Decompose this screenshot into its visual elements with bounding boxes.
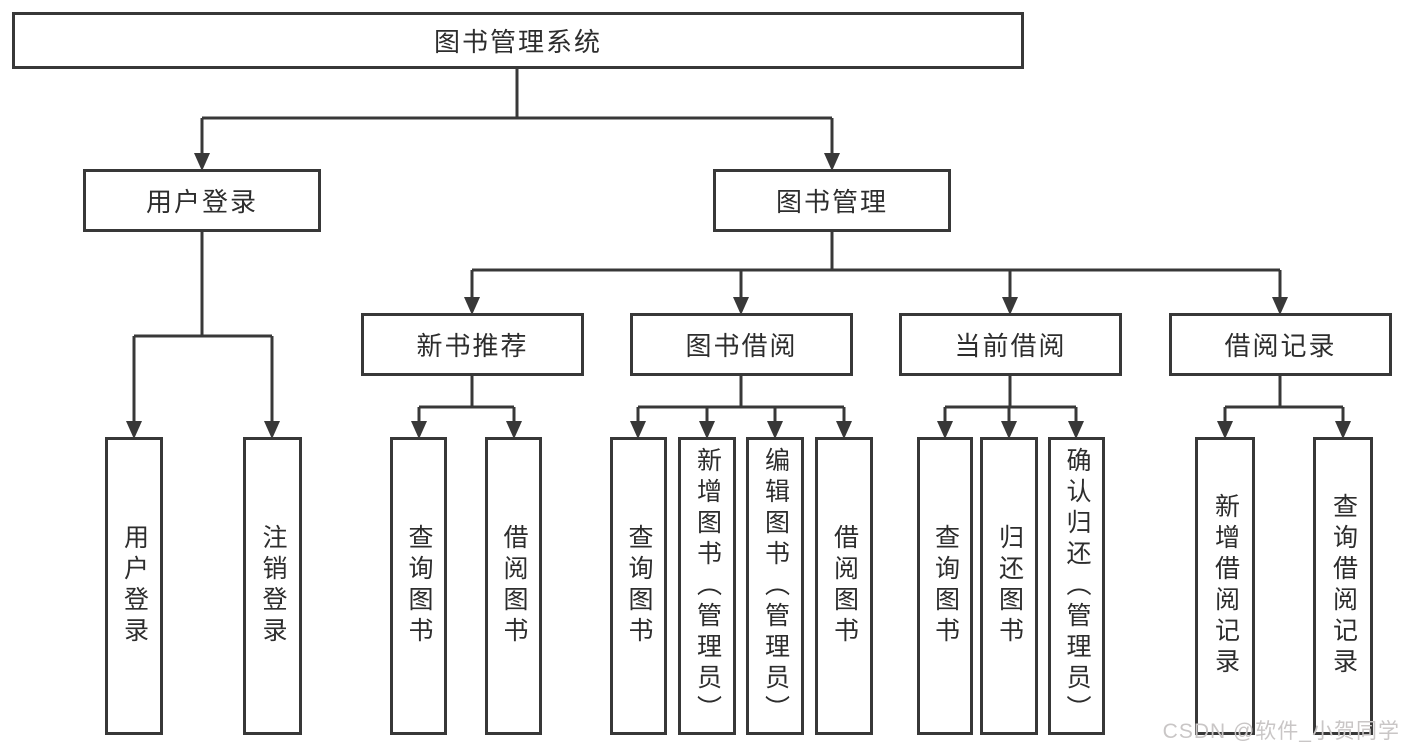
node-rec-query: 查询图书 bbox=[390, 437, 447, 735]
node-new-book-rec: 新书推荐 bbox=[361, 313, 584, 376]
node-rec-query-label: 查询图书 bbox=[405, 524, 433, 648]
node-cb-query-label: 查询图书 bbox=[931, 524, 960, 648]
node-root: 图书管理系统 bbox=[12, 12, 1024, 69]
node-book-mgmt: 图书管理 bbox=[713, 169, 951, 232]
node-borrow-records: 借阅记录 bbox=[1169, 313, 1392, 376]
node-borrow-records-label: 借阅记录 bbox=[1224, 331, 1337, 361]
node-user-login: 用户登录 bbox=[83, 169, 321, 232]
node-bb-query: 查询图书 bbox=[610, 437, 667, 735]
node-bb-edit-label: 编辑图书（管理员） bbox=[761, 446, 790, 726]
node-login: 用户登录 bbox=[105, 437, 163, 735]
node-book-mgmt-label: 图书管理 bbox=[775, 187, 888, 217]
node-bb-add: 新增图书（管理员） bbox=[678, 437, 736, 735]
node-br-query: 查询借阅记录 bbox=[1313, 437, 1373, 735]
node-br-query-label: 查询借阅记录 bbox=[1329, 493, 1358, 679]
node-bb-edit: 编辑图书（管理员） bbox=[746, 437, 804, 735]
node-bb-borrow: 借阅图书 bbox=[815, 437, 873, 735]
node-cb-confirm: 确认归还（管理员） bbox=[1048, 437, 1105, 735]
node-logout-label: 注销登录 bbox=[259, 524, 287, 648]
node-cb-return: 归还图书 bbox=[980, 437, 1038, 735]
node-user-login-label: 用户登录 bbox=[145, 187, 258, 217]
node-new-book-rec-label: 新书推荐 bbox=[416, 331, 529, 361]
node-bb-borrow-label: 借阅图书 bbox=[830, 524, 859, 648]
node-book-borrow-label: 图书借阅 bbox=[685, 331, 798, 361]
node-cb-confirm-label: 确认归还（管理员） bbox=[1063, 446, 1091, 726]
node-bb-add-label: 新增图书（管理员） bbox=[693, 446, 722, 726]
node-logout: 注销登录 bbox=[243, 437, 302, 735]
node-cb-return-label: 归还图书 bbox=[995, 524, 1024, 648]
node-cb-query: 查询图书 bbox=[917, 437, 973, 735]
node-current-borrow-label: 当前借阅 bbox=[954, 331, 1067, 361]
watermark: CSDN @软件_小贺同学 bbox=[1162, 720, 1400, 743]
node-bb-query-label: 查询图书 bbox=[625, 524, 653, 648]
node-rec-borrow-label: 借阅图书 bbox=[500, 524, 528, 648]
node-login-label: 用户登录 bbox=[120, 524, 149, 648]
node-root-label: 图书管理系统 bbox=[433, 27, 602, 57]
node-rec-borrow: 借阅图书 bbox=[485, 437, 542, 735]
node-current-borrow: 当前借阅 bbox=[899, 313, 1122, 376]
node-br-add: 新增借阅记录 bbox=[1195, 437, 1255, 735]
node-book-borrow: 图书借阅 bbox=[630, 313, 853, 376]
node-br-add-label: 新增借阅记录 bbox=[1211, 493, 1240, 679]
